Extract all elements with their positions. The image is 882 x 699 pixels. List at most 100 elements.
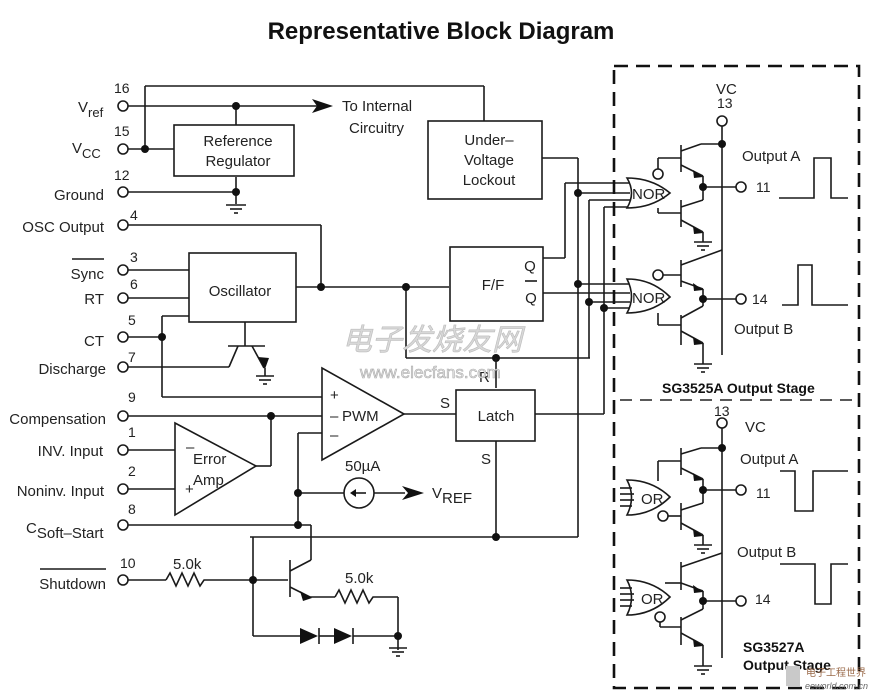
- svg-text:NOR: NOR: [632, 290, 666, 307]
- pin-label: Discharge: [38, 361, 106, 378]
- pin-vref: 16 Vref: [78, 80, 130, 120]
- pin-ct: 5 CT: [84, 312, 136, 350]
- vc-pin-terminal[interactable]: [716, 417, 728, 429]
- current-source: 50µA: [343, 458, 380, 509]
- pin-label: Noninv. Input: [17, 483, 105, 500]
- pin-number: 4: [130, 207, 138, 223]
- svg-text:–: –: [330, 427, 339, 444]
- svg-text:Q: Q: [524, 258, 536, 275]
- pin-terminal[interactable]: [117, 519, 129, 531]
- pin-terminal[interactable]: [117, 574, 129, 586]
- vc-pin-number: 13: [717, 95, 733, 111]
- pin-terminal[interactable]: [117, 331, 129, 343]
- pin-label: VCC: [72, 140, 101, 161]
- inverter-bubble-icon: [652, 168, 664, 180]
- output-b-label: Output B: [734, 321, 793, 338]
- svg-text:–: –: [330, 408, 339, 425]
- svg-text:OR: OR: [641, 591, 664, 608]
- arrow-to-internal-icon: [312, 99, 333, 113]
- pin-terminal[interactable]: [117, 100, 129, 112]
- output-b-waveform: [782, 264, 848, 306]
- output-a-label: Output A: [742, 148, 800, 165]
- wires-reference: [128, 85, 485, 214]
- pin-label: INV. Input: [38, 443, 104, 460]
- pin-terminal[interactable]: [117, 410, 129, 422]
- output-b-pin-number: 14: [752, 291, 768, 307]
- pin-vcc: 15 VCC: [72, 123, 130, 161]
- svg-text:Error: Error: [193, 451, 226, 468]
- svg-text:eeworld.com.cn: eeworld.com.cn: [805, 681, 868, 691]
- pin-soft-start: 8 CSoft–Start: [26, 501, 136, 542]
- vc-pin-terminal[interactable]: [716, 115, 728, 127]
- sg3527a-output-stage: 13 VC OR 11 Output A: [620, 403, 848, 675]
- pin-number: 1: [128, 424, 136, 440]
- svg-text:S: S: [481, 451, 491, 468]
- sg3527a-caption: Output Stage: [743, 657, 831, 673]
- pin-terminal[interactable]: [117, 219, 129, 231]
- inverter-bubble-icon: [657, 510, 669, 522]
- to-internal-label: Circuitry: [349, 120, 404, 137]
- pin-label: Vref: [78, 99, 104, 120]
- or-gate-b: [625, 579, 672, 616]
- svg-text:Lockout: Lockout: [463, 172, 516, 189]
- pin-terminal[interactable]: [117, 444, 129, 456]
- pin-terminal[interactable]: [117, 143, 129, 155]
- output-a-pin-number: 11: [756, 485, 771, 501]
- output-b-pin-terminal[interactable]: [735, 595, 747, 607]
- pin-number: 5: [128, 312, 136, 328]
- inverter-bubble-icon: [654, 611, 666, 623]
- sg3525a-output-stage: VC 13 NOR 11 Output A NOR: [625, 81, 848, 396]
- svg-text:S: S: [440, 395, 450, 412]
- watermark-chinese: 电子发烧友网: [342, 323, 526, 358]
- resistor2-label: 5.0k: [345, 570, 374, 587]
- reference-regulator-block: Reference Regulator: [173, 124, 295, 177]
- pin-discharge: 7 Discharge: [38, 349, 136, 378]
- pin-label: Shutdown: [39, 576, 106, 593]
- vc-label: VC: [716, 81, 737, 98]
- pin-label: OSC Output: [22, 219, 105, 236]
- pin-inv-input: 1 INV. Input: [38, 424, 136, 460]
- output-a-label: Output A: [740, 451, 798, 468]
- pin-terminal[interactable]: [117, 361, 129, 373]
- pin-number: 8: [128, 501, 136, 517]
- vref-label: VREF: [432, 485, 472, 507]
- wires-shutdown: [128, 537, 407, 657]
- latch-block: Latch R S S: [440, 369, 536, 468]
- svg-text:Voltage: Voltage: [464, 152, 514, 169]
- output-b-label: Output B: [737, 544, 796, 561]
- output-a-pin-terminal[interactable]: [735, 181, 747, 193]
- flipflop-block: F/F Q Q: [449, 246, 544, 322]
- pin-number: 12: [114, 167, 130, 183]
- pin-label: CT: [84, 333, 104, 350]
- pin-number: 2: [128, 463, 136, 479]
- output-stage-frame: [612, 64, 861, 690]
- inverter-bubble-icon: [652, 269, 664, 281]
- or-gate-a: [625, 479, 672, 516]
- sg3527a-caption: SG3527A: [743, 639, 804, 655]
- output-a-pin-terminal[interactable]: [735, 484, 747, 496]
- pin-label: RT: [84, 291, 104, 308]
- pin-label: Ground: [54, 187, 104, 204]
- pin-terminal[interactable]: [117, 264, 129, 276]
- vc-pin-number: 13: [714, 403, 730, 419]
- resistor1-label: 5.0k: [173, 556, 202, 573]
- pin-terminal[interactable]: [117, 292, 129, 304]
- pin-ground: 12 Ground: [54, 167, 130, 204]
- nor-gate-b: [625, 278, 672, 314]
- pin-label: Sync: [71, 266, 105, 283]
- svg-text:NOR: NOR: [632, 186, 666, 203]
- pin-terminal[interactable]: [117, 483, 129, 495]
- to-internal-label: To Internal: [342, 98, 412, 115]
- pin-number: 7: [128, 349, 136, 365]
- oscillator-block: Oscillator: [188, 252, 297, 323]
- wires-logic-bus: [492, 157, 630, 410]
- svg-text:Regulator: Regulator: [205, 153, 270, 170]
- output-b-pin-terminal[interactable]: [735, 293, 747, 305]
- svg-text:+: +: [185, 481, 194, 498]
- vc-label: VC: [745, 419, 766, 436]
- pin-terminal[interactable]: [117, 186, 129, 198]
- svg-text:Under–: Under–: [464, 132, 514, 149]
- svg-text:–: –: [186, 439, 195, 456]
- svg-text:电子工程世界: 电子工程世界: [806, 666, 866, 679]
